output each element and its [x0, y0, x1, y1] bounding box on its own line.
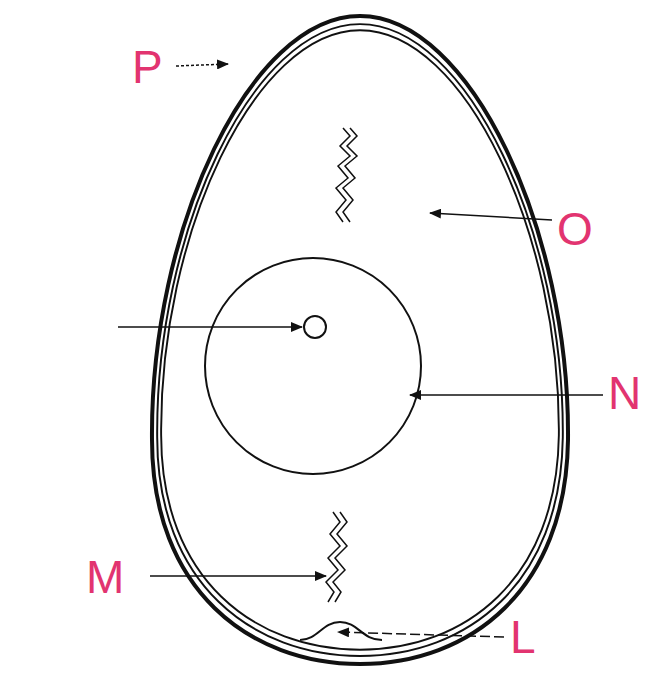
leader-line: [118, 326, 302, 328]
shell-membrane: [157, 24, 563, 656]
germinal-disc: [304, 316, 326, 338]
chalaza-top: [336, 128, 350, 222]
chalaza-top-2: [343, 128, 357, 222]
leader-line: [430, 213, 552, 220]
air-cell: [300, 622, 382, 640]
part-label: L: [510, 614, 536, 660]
leader-line: [176, 64, 228, 66]
part-label: M: [86, 554, 124, 600]
yolk: [205, 258, 421, 474]
part-label: O: [557, 206, 593, 252]
inner-membrane: [161, 30, 559, 649]
leader-line: [410, 394, 603, 396]
chalaza-bottom-2: [333, 512, 347, 602]
leader-line: [150, 575, 326, 577]
shell-outline: [152, 16, 568, 664]
part-label: N: [608, 370, 641, 416]
leader-line: [338, 632, 504, 637]
part-label: P: [132, 44, 163, 90]
